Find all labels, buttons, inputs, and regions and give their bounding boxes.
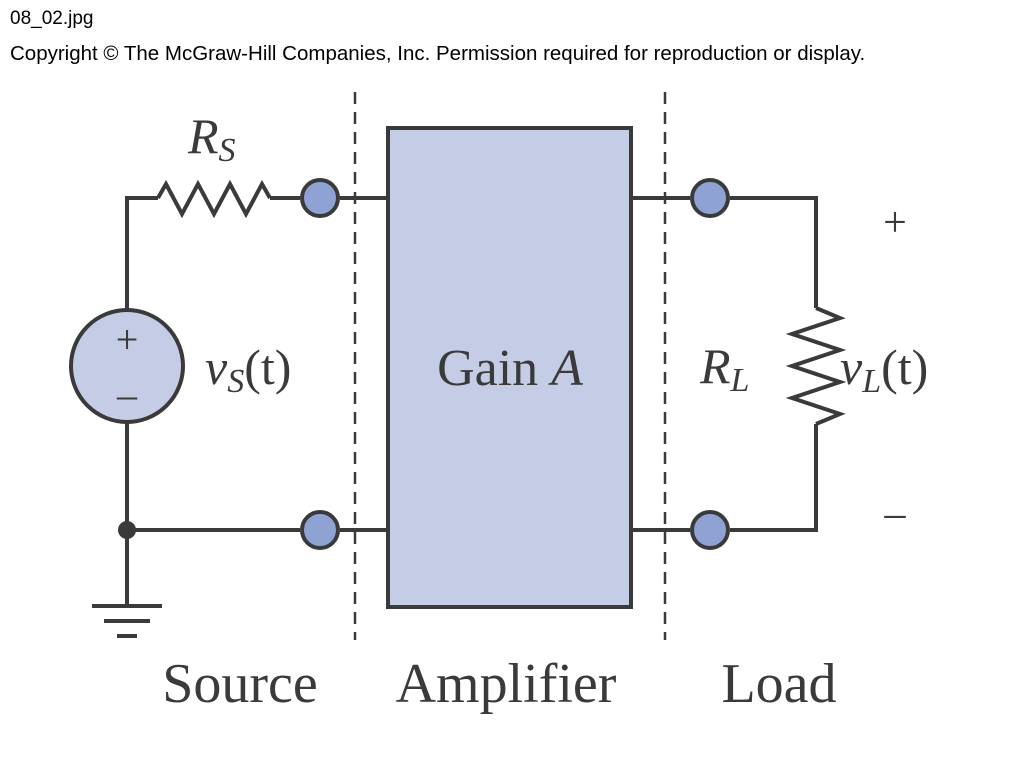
file-name: 08_02.jpg bbox=[10, 8, 94, 29]
source-voltage-label: vS(t) bbox=[205, 339, 291, 400]
load-voltage-label: vL(t) bbox=[840, 339, 928, 400]
ground-icon bbox=[92, 604, 162, 638]
source-plus-sign: + bbox=[116, 317, 139, 362]
section-label-load: Load bbox=[721, 653, 836, 715]
load-resistor bbox=[785, 306, 847, 426]
output-terminal-top bbox=[690, 178, 730, 218]
source-resistor-label: RS bbox=[187, 108, 236, 169]
voltage-source bbox=[69, 308, 185, 424]
input-terminal-bottom bbox=[300, 510, 340, 550]
load-resistor-label: RL bbox=[699, 338, 749, 399]
load-minus-sign: – bbox=[884, 491, 907, 537]
source-minus-sign: – bbox=[116, 372, 138, 417]
output-terminal-bottom bbox=[690, 510, 730, 550]
amplifier-block bbox=[386, 126, 633, 609]
amplifier-gain-label: Gain A bbox=[437, 340, 583, 397]
copyright-notice: Copyright © The McGraw-Hill Companies, I… bbox=[10, 42, 866, 65]
source-resistor bbox=[156, 179, 272, 219]
load-bottom-wire bbox=[730, 424, 818, 532]
section-label-amplifier: Amplifier bbox=[396, 653, 617, 715]
load-top-wire bbox=[730, 196, 818, 308]
section-label-source: Source bbox=[162, 653, 318, 715]
input-terminal-top bbox=[300, 178, 340, 218]
ground-junction-dot bbox=[118, 521, 136, 539]
load-plus-sign: + bbox=[883, 200, 907, 246]
source-top-wire bbox=[125, 196, 158, 310]
